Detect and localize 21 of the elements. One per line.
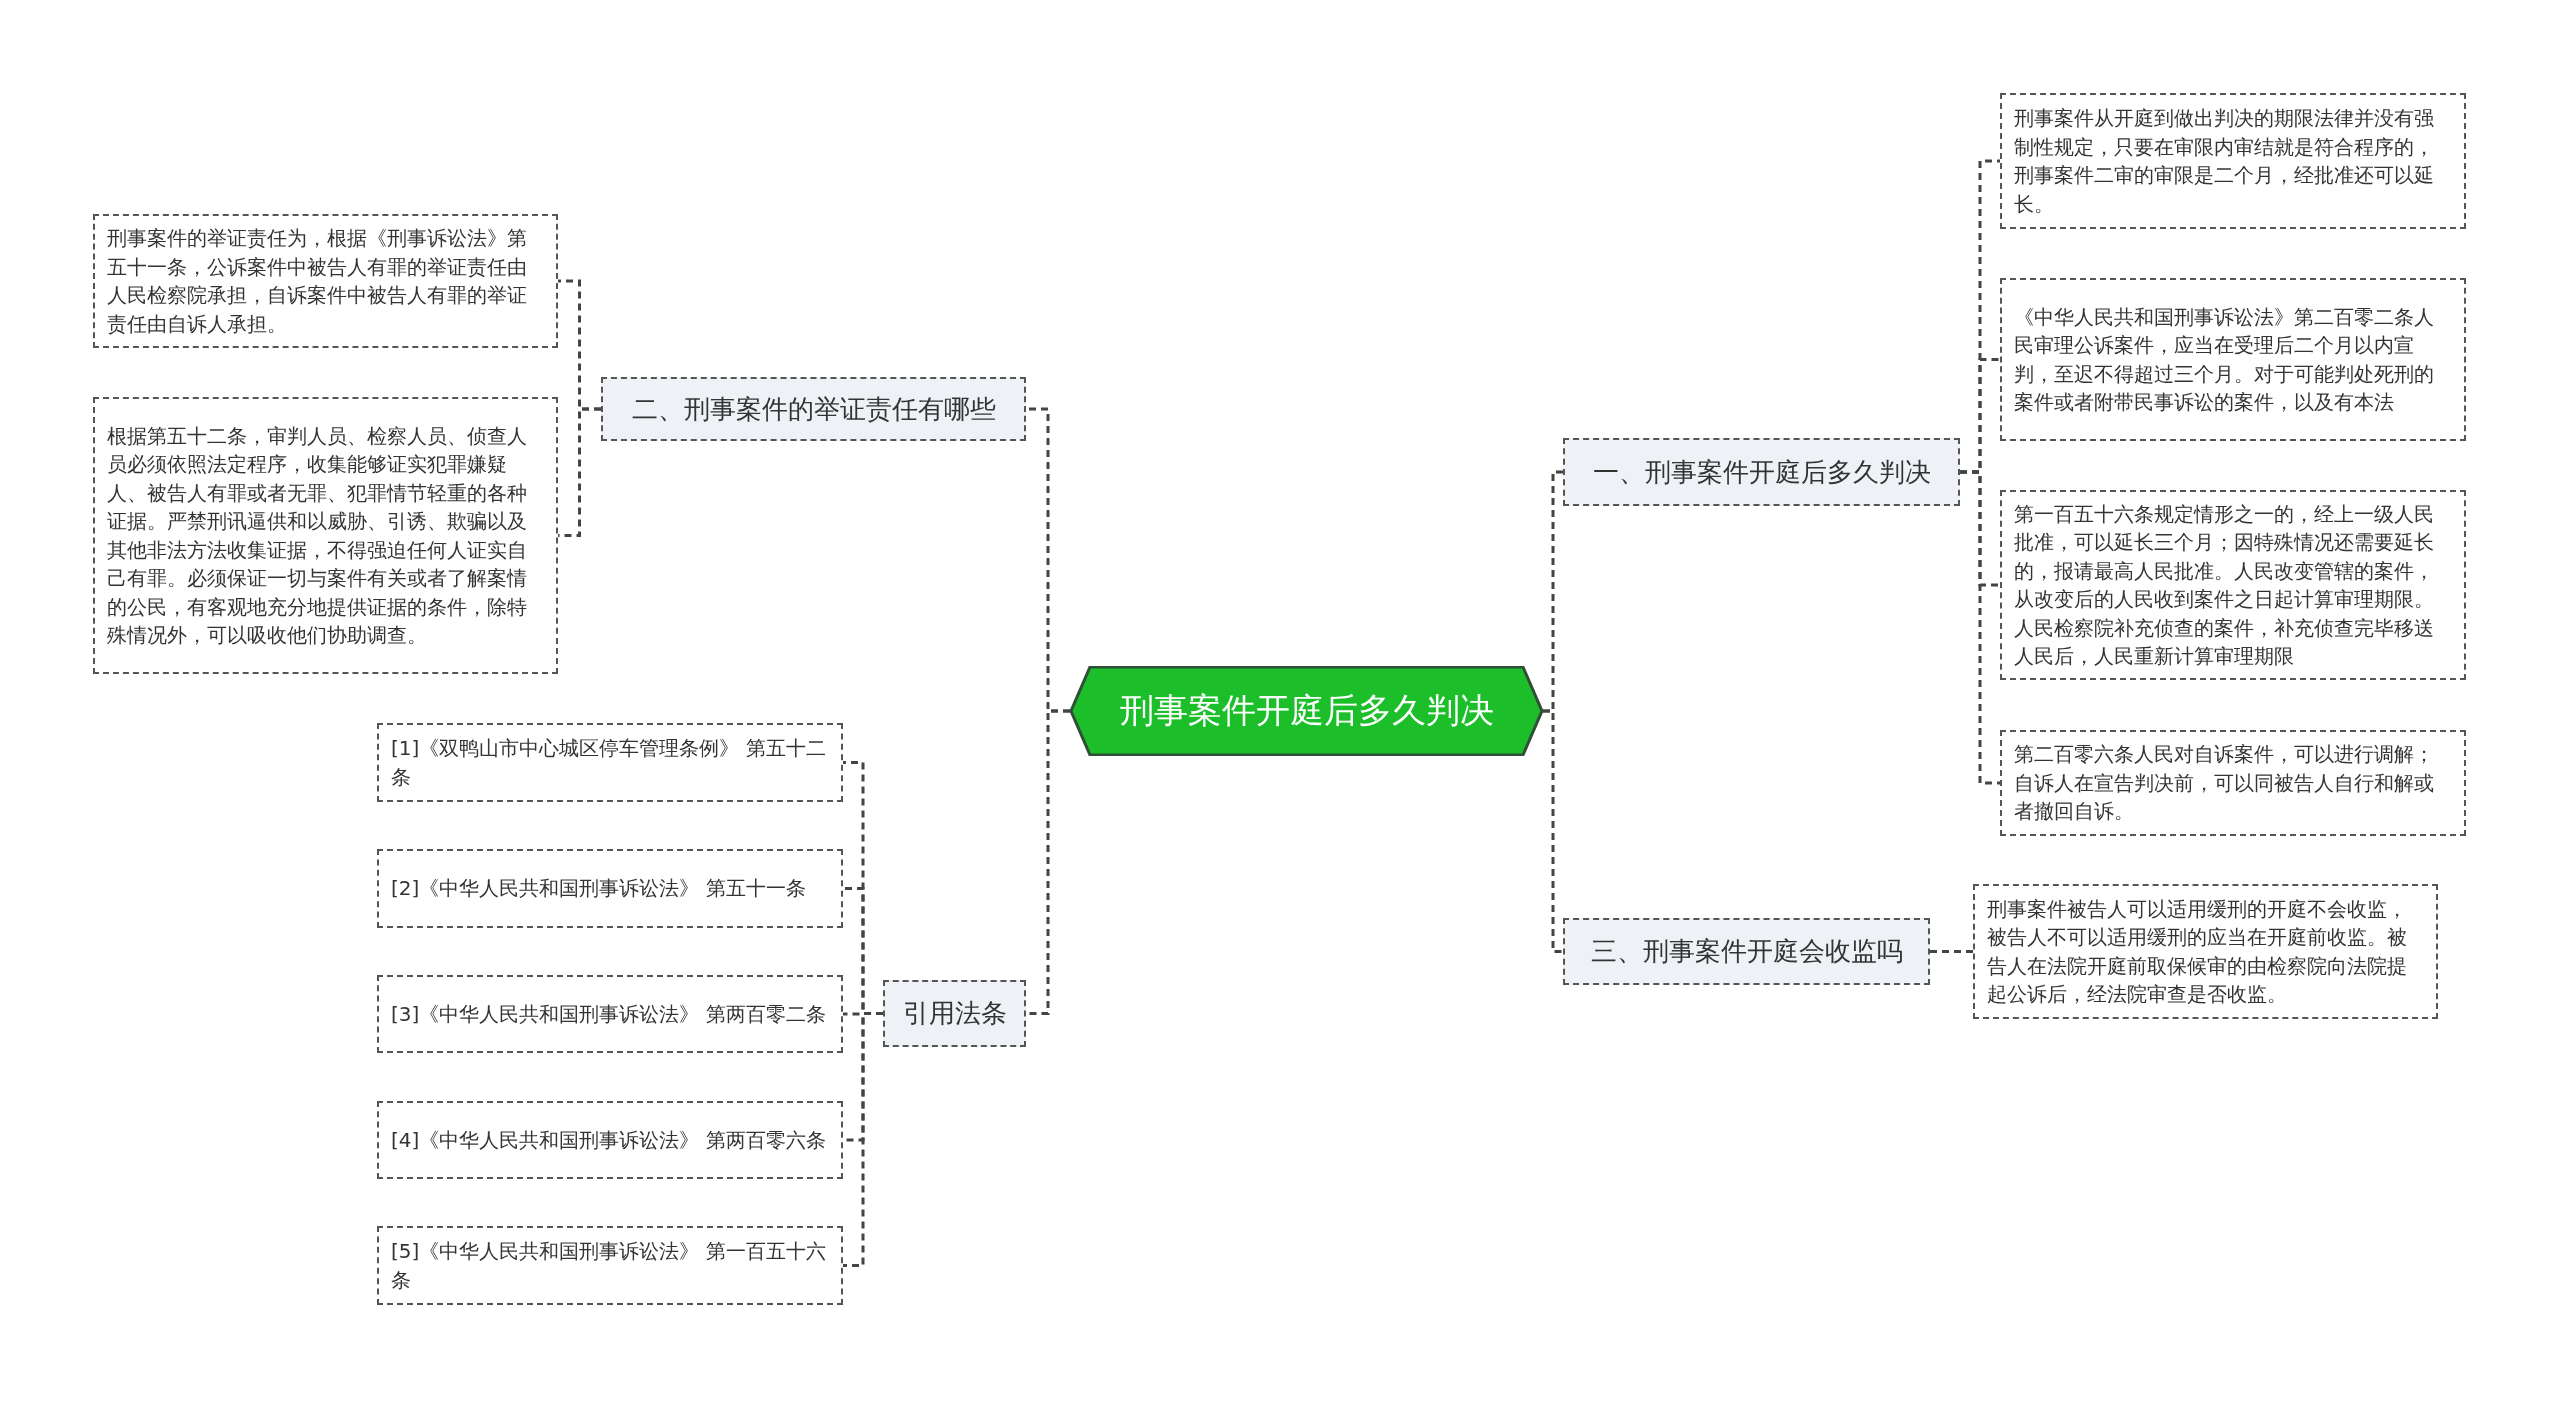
- text-card: [4]《中华人民共和国刑事诉讼法》 第两百零六条: [377, 1101, 843, 1179]
- connector-line: [1960, 470, 2000, 785]
- text-card: [3]《中华人民共和国刑事诉讼法》 第两百零二条: [377, 975, 843, 1053]
- text-card: 第二百零六条人民对自诉案件，可以进行调解；自诉人在宣告判决前，可以同被告人自行和解或者撤回自诉。: [2000, 730, 2466, 836]
- topic-box: 一、刑事案件开庭后多久判决: [1563, 438, 1960, 506]
- connector-line: [843, 1012, 883, 1267]
- text-card: 刑事案件的举证责任为，根据《刑事诉讼法》第五十一条，公诉案件中被告人有罪的举证责任由人民检察院承担，自诉案件中被告人有罪的举证责任由自诉人承担。: [93, 214, 558, 348]
- text-card: 第一百五十六条规定情形之一的，经上一级人民批准，可以延长三个月；因特殊情况还需要延长的，报请最高人民批准。人民改变管辖的案件，从改变后的人民收到案件之日起计算审理期限。人民检察院补充侦查的案件，补充侦查完毕移送人民后，人民重新计算审理期限: [2000, 490, 2466, 680]
- connector-line: [1543, 709, 1563, 953]
- text-card: 根据第五十二条，审判人员、检察人员、侦查人员必须依照法定程序，收集能够证实犯罪嫌疑人、被告人有罪或者无罪、犯罪情节轻重的各种证据。严禁刑讯逼供和以威胁、引诱、欺骗以及其他非法方法收集证据，不得强迫任何人证实自己有罪。必须保证一切与案件有关或者了解案情的公民，有客观地充分地提供证据的条件，除特殊情况外，可以吸收他们协助调查。: [93, 397, 558, 674]
- text-card: 《中华人民共和国刑事诉讼法》第二百零二条人民审理公诉案件，应当在受理后二个月以内宣判，至迟不得超过三个月。对于可能判处死刑的案件或者附带民事诉讼的案件，以及有本法: [2000, 278, 2466, 441]
- text-card: 刑事案件被告人可以适用缓刑的开庭不会收监，被告人不可以适用缓刑的应当在开庭前收监。被告人在法院开庭前取保候审的由检察院向法院提起公诉后，经法院审查是否收监。: [1973, 884, 2438, 1019]
- topic-box: 三、刑事案件开庭会收监吗: [1563, 918, 1930, 985]
- text-card: 刑事案件从开庭到做出判决的期限法律并没有强制性规定，只要在审限内审结就是符合程序的，刑事案件二审的审限是二个月，经批准还可以延长。: [2000, 93, 2466, 229]
- text-card: [5]《中华人民共和国刑事诉讼法》 第一百五十六条: [377, 1226, 843, 1305]
- text-card: [1]《双鸭山市中心城区停车管理条例》 第五十二条: [377, 723, 843, 802]
- text-card: [2]《中华人民共和国刑事诉讼法》 第五十一条: [377, 849, 843, 928]
- central-topic-hexagon: 刑事案件开庭后多久判决: [1070, 666, 1543, 756]
- topic-box: 引用法条: [883, 980, 1026, 1047]
- topic-box: 二、刑事案件的举证责任有哪些: [601, 377, 1026, 441]
- connector-line: [1930, 950, 1973, 953]
